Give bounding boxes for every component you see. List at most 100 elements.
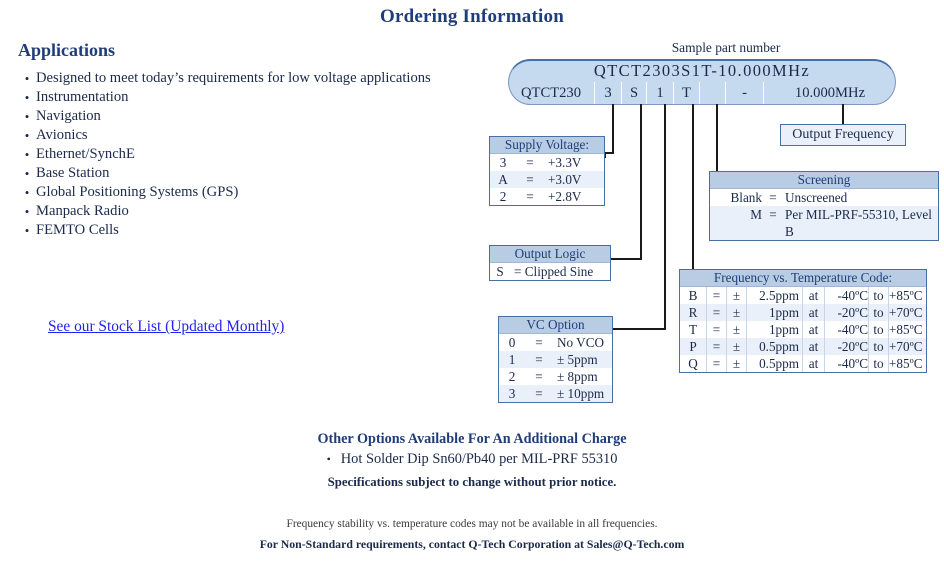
list-item: • Global Positioning Systems (GPS)	[18, 184, 438, 201]
cell-code: 2	[499, 189, 507, 204]
connector-vc-horizontal	[612, 328, 666, 330]
list-item: • Designed to meet today’s requirements …	[18, 70, 438, 87]
cell-stability: 2.5ppm	[746, 287, 802, 304]
frequency-vs-temperature-box: Frequency vs. Temperature Code: B = ± 2.…	[679, 269, 927, 373]
stock-list-link[interactable]: See our Stock List (Updated Monthly)	[48, 318, 285, 335]
cell-temp-max: +70ºC	[888, 304, 926, 321]
cell-equals: =	[769, 190, 777, 205]
connector-supply-horizontal	[604, 152, 614, 154]
part-cell-screening	[699, 82, 725, 104]
cell-to: to	[868, 355, 888, 372]
vc-option-box: VC Option 0 = No VCO 1 = ± 5ppm 2 = ± 8p…	[498, 316, 613, 403]
list-item-label: Designed to meet today’s requirements fo…	[36, 70, 431, 86]
list-item: • Instrumentation	[18, 89, 438, 106]
connector-screening-vertical	[716, 104, 718, 174]
part-cell-vc-option: 1	[646, 82, 673, 104]
part-cell-supply-voltage: 3	[594, 82, 621, 104]
list-item-label: Manpack Radio	[36, 203, 129, 219]
cell-code: Q	[688, 356, 698, 371]
vc-option-title: VC Option	[499, 317, 612, 334]
connector-freqtemp-vertical	[692, 104, 694, 271]
supply-voltage-title: Supply Voltage:	[490, 137, 604, 154]
cell-temp-min: -40ºC	[824, 321, 868, 338]
cell-value: +3.0V	[548, 172, 582, 187]
cell-code: R	[688, 305, 698, 320]
cell-to: to	[868, 287, 888, 304]
cell-code: 3	[499, 155, 507, 170]
bullet-icon: •	[24, 90, 30, 105]
cell-equals: =	[526, 155, 534, 170]
sample-part-number-label: Sample part number	[671, 40, 781, 55]
screening-box: Screening Blank = Unscreened M = Per MIL…	[709, 171, 939, 241]
part-number-cells: QTCT230 3 S 1 T - 10.000MHz	[508, 82, 896, 104]
cell-plusminus: ±	[726, 287, 746, 304]
cell-stability: 0.5ppm	[746, 355, 802, 372]
cell-equals: =	[706, 355, 726, 372]
table-row: Blank = Unscreened	[710, 189, 938, 206]
cell-temp-min: -40ºC	[824, 287, 868, 304]
cell-stability: 0.5ppm	[746, 338, 802, 355]
cell-temp-max: +85ºC	[888, 321, 926, 338]
cell-code: S	[496, 264, 504, 279]
connector-supply-vertical	[612, 104, 614, 154]
cell-at: at	[802, 355, 824, 372]
part-number-banner	[508, 59, 896, 105]
hot-solder-label: Hot Solder Dip Sn60/Pb40 per MIL-PRF 553…	[340, 451, 618, 467]
table-row: P = ± 0.5ppm at -20ºC to +70ºC	[680, 338, 926, 355]
list-item: • Manpack Radio	[18, 203, 438, 220]
cell-equals: =	[535, 335, 543, 350]
connector-logic-horizontal	[610, 258, 642, 260]
bullet-icon: •	[24, 185, 30, 200]
cell-code: A	[498, 172, 508, 187]
cell-equals: =	[706, 304, 726, 321]
cell-code: T	[688, 322, 698, 337]
table-row: R = ± 1ppm at -20ºC to +70ºC	[680, 304, 926, 321]
cell-equals: =	[535, 369, 543, 384]
hot-solder-option: •Hot Solder Dip Sn60/Pb40 per MIL-PRF 55…	[0, 451, 944, 468]
cell-at: at	[802, 338, 824, 355]
cell-equals: =	[526, 172, 534, 187]
cell-plusminus: ±	[726, 338, 746, 355]
table-row: 0 = No VCO	[499, 334, 612, 351]
connector-logic-vertical	[640, 104, 642, 260]
cell-to: to	[868, 338, 888, 355]
bullet-icon: •	[24, 166, 30, 181]
cell-value: ± 8ppm	[557, 369, 598, 384]
cell-at: at	[802, 287, 824, 304]
table-row: Q = ± 0.5ppm at -40ºC to +85ºC	[680, 355, 926, 372]
cell-value: = Clipped Sine	[514, 264, 594, 279]
list-item-label: Navigation	[36, 108, 101, 124]
cell-equals: =	[526, 189, 534, 204]
cell-equals: =	[706, 338, 726, 355]
cell-temp-max: +85ºC	[888, 355, 926, 372]
list-item: • Navigation	[18, 108, 438, 125]
cell-value: ± 10ppm	[557, 386, 605, 401]
list-item-label: FEMTO Cells	[36, 222, 119, 238]
other-options-heading: Other Options Available For An Additiona…	[317, 431, 627, 447]
connector-outfreq-vertical	[842, 104, 844, 126]
list-item-label: Base Station	[36, 165, 110, 181]
cell-at: at	[802, 321, 824, 338]
output-logic-box: Output Logic S = Clipped Sine	[489, 245, 611, 281]
cell-equals: =	[706, 287, 726, 304]
connector-vc-vertical	[664, 104, 666, 330]
list-item-label: Ethernet/SynchE	[36, 146, 135, 162]
cell-temp-min: -40ºC	[824, 355, 868, 372]
cell-code: B	[688, 288, 698, 303]
cell-value: ± 5ppm	[557, 352, 598, 367]
list-item-label: Instrumentation	[36, 89, 129, 105]
output-logic-title: Output Logic	[490, 246, 610, 263]
part-cell-freq-temp: T	[673, 82, 699, 104]
applications-heading: Applications	[18, 40, 116, 60]
part-cell-output-frequency: 10.000MHz	[763, 82, 896, 104]
cell-value: Per MIL-PRF-55310, Level B	[785, 207, 932, 239]
part-cell-output-logic: S	[621, 82, 646, 104]
cell-temp-max: +85ºC	[888, 287, 926, 304]
table-row: A = +3.0V	[490, 171, 604, 188]
cell-stability: 1ppm	[746, 321, 802, 338]
cell-temp-min: -20ºC	[824, 338, 868, 355]
cell-code: Blank	[730, 190, 762, 205]
cell-value: +2.8V	[548, 189, 582, 204]
table-row: M = Per MIL-PRF-55310, Level B	[710, 206, 938, 240]
cell-plusminus: ±	[726, 321, 746, 338]
